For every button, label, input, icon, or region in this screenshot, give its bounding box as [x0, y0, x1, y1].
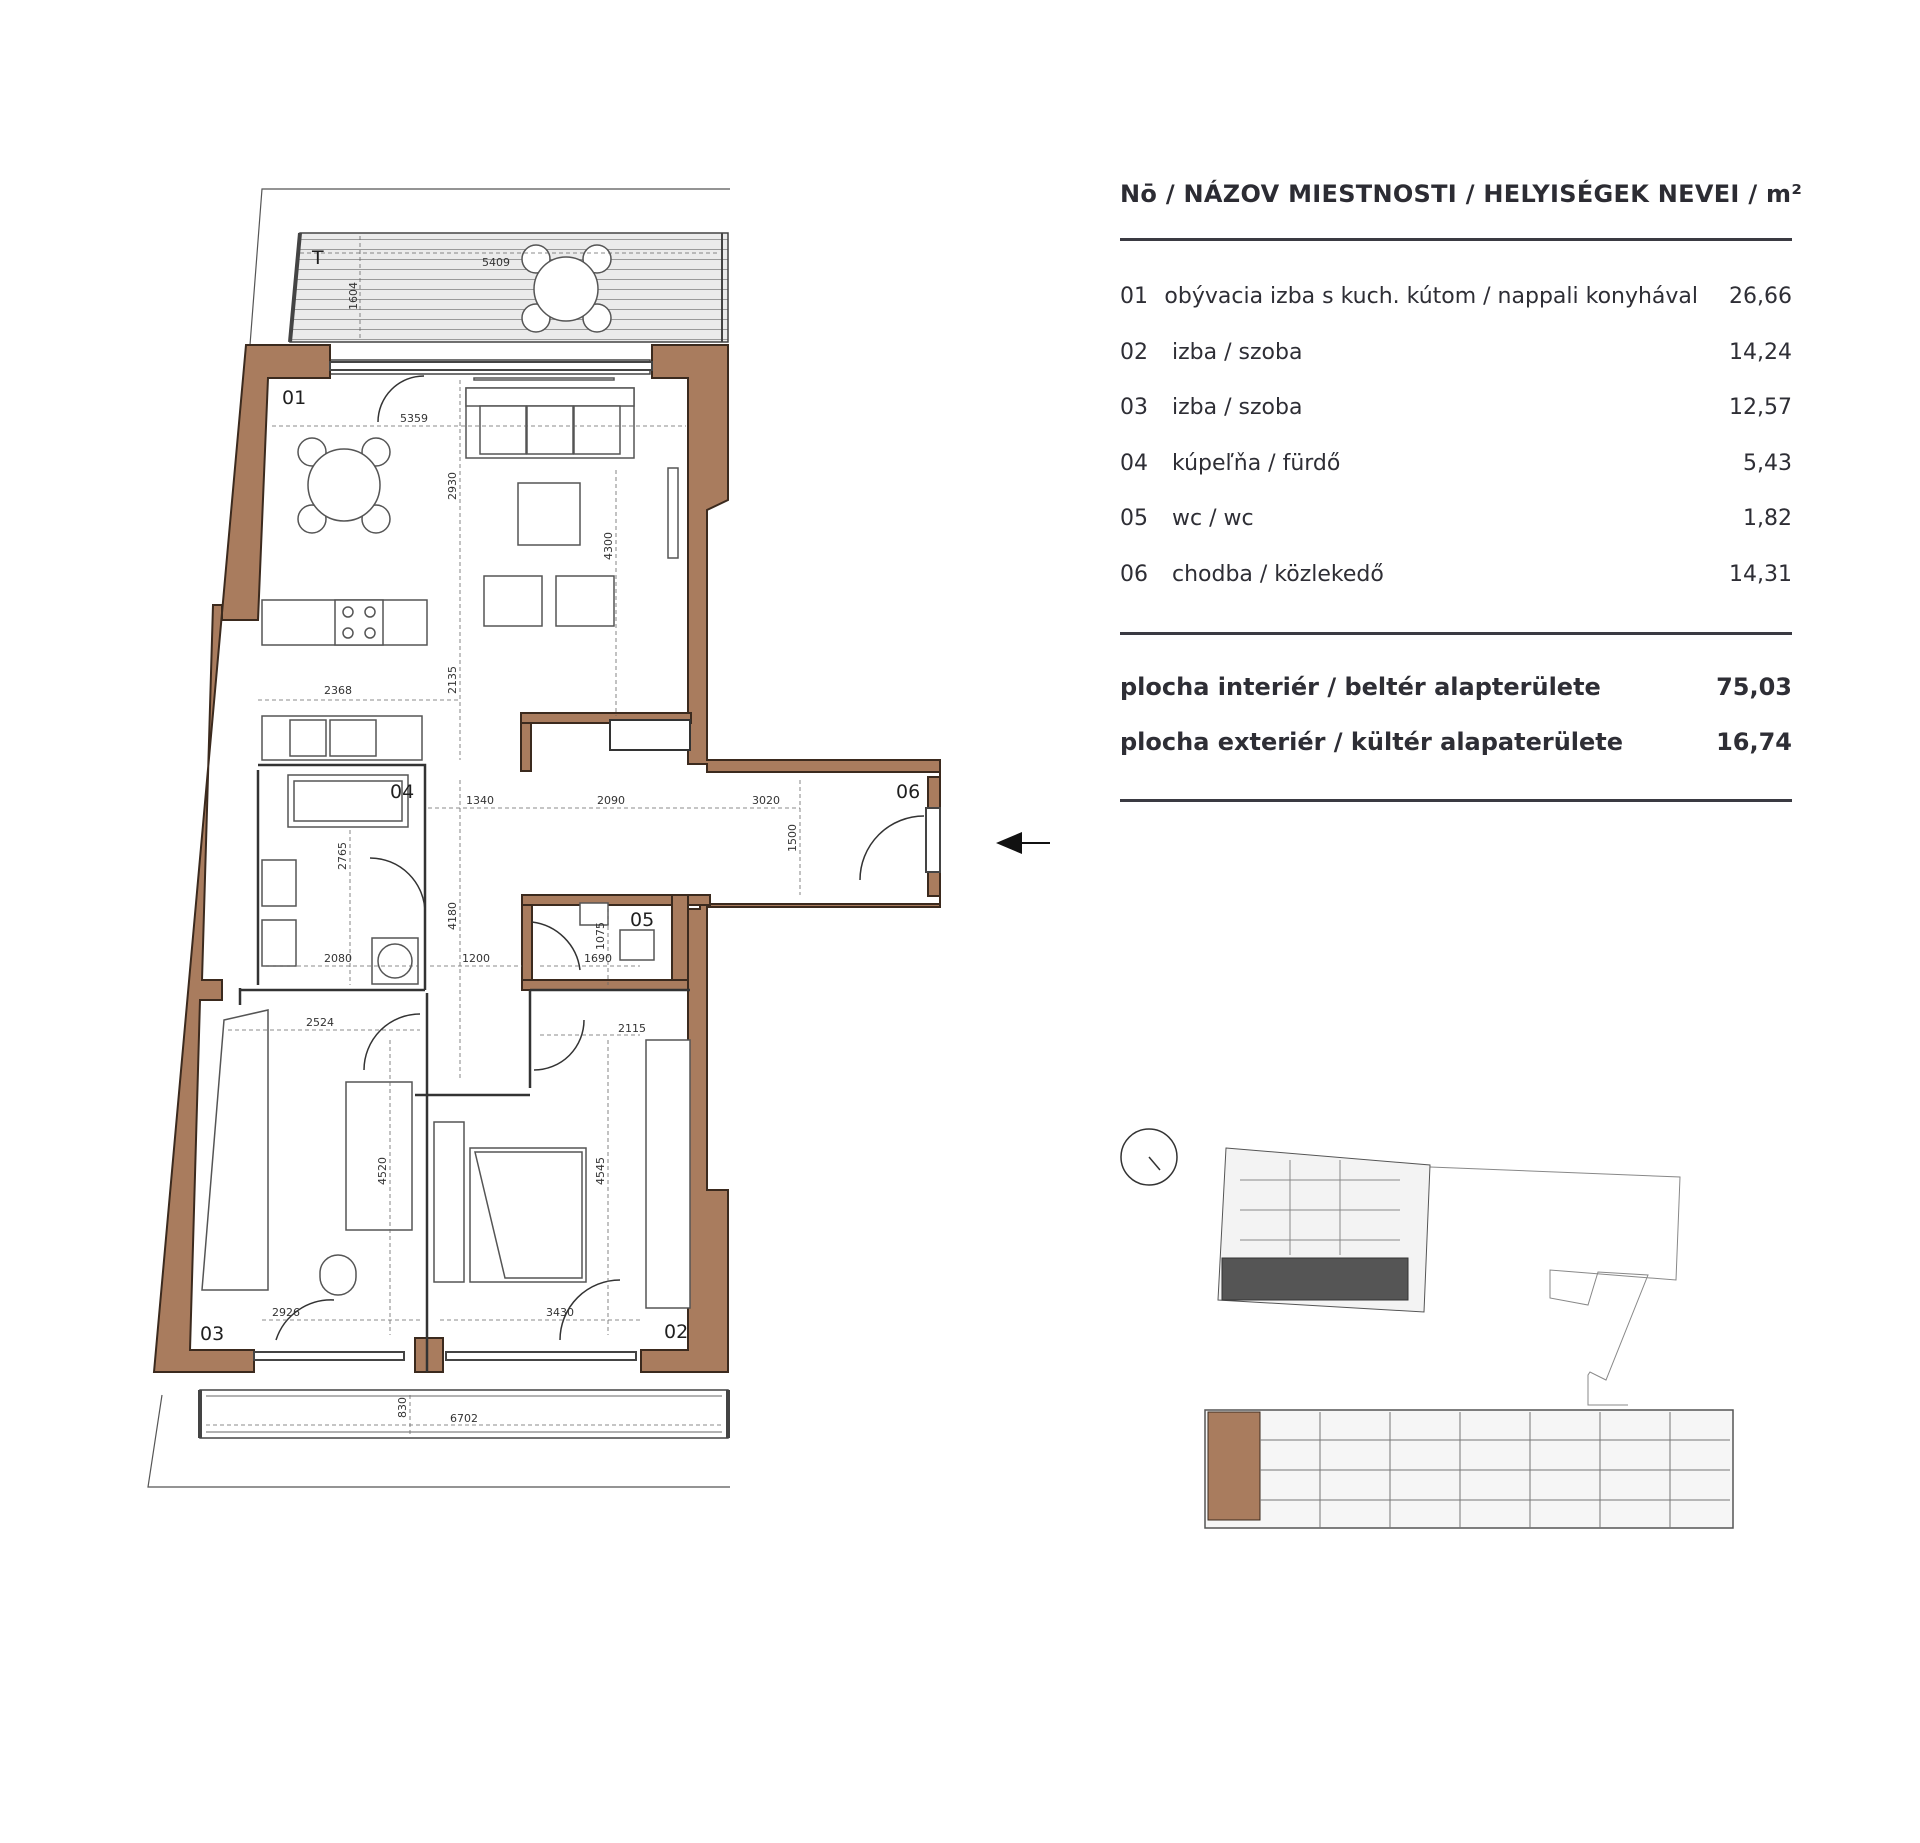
dim-room03-win: 2926	[272, 1306, 300, 1319]
dim-hall-c: 3020	[752, 794, 780, 807]
dining-set	[297, 437, 391, 534]
room-area: 1,82	[1743, 506, 1792, 532]
dim-wc-h: 1075	[594, 922, 607, 950]
room-area: 5,43	[1743, 450, 1792, 476]
room-no: 04	[1120, 450, 1148, 476]
legend-rooms: 01 obývacia izba s kuch. kútom / nappali…	[1120, 241, 1792, 635]
legend-totals: plocha interiér / beltér alapterülete 75…	[1120, 635, 1792, 802]
legend-row: 03 izba / szoba 12,57	[1120, 380, 1792, 436]
dim-bath-w: 2080	[324, 952, 352, 965]
room-name: obývacia izba s kuch. kútom / nappali ko…	[1164, 284, 1699, 310]
site-outline	[147, 188, 730, 1488]
dim-terrace-top-w: 5409	[482, 256, 510, 269]
room-area: 14,24	[1729, 339, 1792, 365]
dim-living-w: 5359	[400, 412, 428, 425]
room-labels: T 01 04 06 05 03 02	[200, 247, 920, 1345]
bathroom-fixtures	[261, 774, 655, 985]
doors	[275, 375, 925, 1341]
room-legend: Nō / NÁZOV MIESTNOSTI / HELYISÉGEK NEVEI…	[1120, 180, 1802, 802]
partitions	[238, 763, 690, 1372]
legend-row: 02 izba / szoba 14,24	[1120, 325, 1792, 381]
room-name: kúpeľňa / fürdő	[1172, 450, 1341, 476]
room-no: 03	[1120, 395, 1148, 421]
total-row: plocha interiér / beltér alapterülete 75…	[1120, 659, 1792, 714]
terrace-table	[521, 244, 612, 333]
room-area: 26,66	[1729, 284, 1792, 310]
legend-header: Nō / NÁZOV MIESTNOSTI / HELYISÉGEK NEVEI…	[1120, 180, 1802, 241]
room-area: 12,57	[1729, 395, 1792, 421]
room-area: 14,31	[1729, 561, 1792, 587]
dimension-texts: 5409 1604 5359 2930 4300 2368 2135 1340 …	[272, 256, 799, 1425]
legend-row: 01 obývacia izba s kuch. kútom / nappali…	[1120, 269, 1792, 325]
room-label-terrace: T	[311, 247, 324, 269]
key-plan-floor	[1204, 1409, 1734, 1529]
room-no: 02	[1120, 339, 1148, 365]
room-no: 05	[1120, 506, 1148, 532]
legend-row: 05 wc / wc 1,82	[1120, 491, 1792, 547]
total-value: 75,03	[1716, 672, 1792, 701]
room-label-04: 04	[390, 781, 414, 803]
dim-living-depth: 4300	[602, 532, 615, 560]
dim-room03-w: 2524	[306, 1016, 334, 1029]
dim-room02-w: 2115	[618, 1022, 646, 1035]
room-no: 01	[1120, 284, 1148, 310]
dim-hall-b: 2090	[597, 794, 625, 807]
room-label-01: 01	[282, 387, 306, 409]
dim-terrace-bot-w: 6702	[450, 1412, 478, 1425]
dimension-lines	[206, 236, 801, 1436]
legend-row: 06 chodba / közlekedő 14,31	[1120, 547, 1792, 603]
dim-hall-h: 1500	[786, 824, 799, 852]
total-value: 16,74	[1716, 727, 1792, 756]
total-label: plocha exteriér / kültér alapaterülete	[1120, 727, 1624, 756]
room-name: izba / szoba	[1172, 395, 1303, 421]
room-label-02: 02	[664, 1321, 688, 1343]
total-row: plocha exteriér / kültér alapaterülete 1…	[1120, 714, 1792, 769]
room-name: izba / szoba	[1172, 339, 1303, 365]
room03-furniture	[201, 1009, 413, 1296]
dim-wc-w: 1690	[584, 952, 612, 965]
dim-terrace-top-h: 1604	[347, 282, 360, 310]
total-label: plocha interiér / beltér alapterülete	[1120, 672, 1601, 701]
living-furniture	[465, 377, 679, 627]
dim-hall-a: 1340	[466, 794, 494, 807]
kitchen	[261, 599, 428, 761]
dim-kitchen-w: 2368	[324, 684, 352, 697]
dim-corr-w: 1200	[462, 952, 490, 965]
dim-kitchen-h: 2135	[446, 666, 459, 694]
dim-room02-h: 4545	[594, 1157, 607, 1185]
room-label-05: 05	[630, 909, 654, 931]
room02-furniture	[433, 1039, 691, 1309]
dim-terrace-bot-h: 830	[396, 1397, 409, 1418]
dim-living-h: 2930	[446, 472, 459, 500]
room-label-06: 06	[896, 781, 920, 803]
room-name: wc / wc	[1172, 506, 1254, 532]
room-name: chodba / közlekedő	[1172, 561, 1384, 587]
dim-corr-h: 4180	[446, 902, 459, 930]
key-plan-roof	[1217, 1147, 1681, 1406]
dim-room02-win: 3430	[546, 1306, 574, 1319]
compass-icon	[1120, 1128, 1178, 1186]
dim-bath-h: 2765	[336, 842, 349, 870]
windows	[253, 361, 941, 1361]
entrance-arrow-icon	[996, 832, 1050, 854]
dim-room03-h: 4520	[376, 1157, 389, 1185]
legend-row: 04 kúpeľňa / fürdő 5,43	[1120, 436, 1792, 492]
room-label-03: 03	[200, 1323, 224, 1345]
terrace-bottom	[198, 1389, 730, 1439]
room-no: 06	[1120, 561, 1148, 587]
